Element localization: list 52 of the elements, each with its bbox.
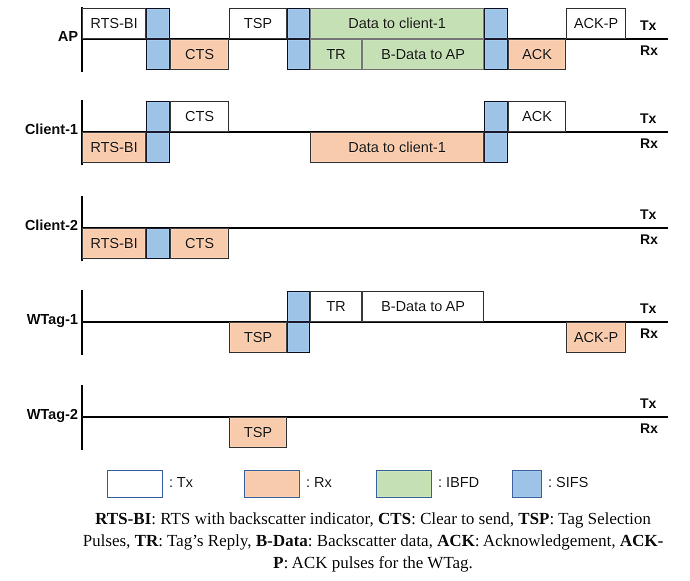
sifs-slot [146, 101, 170, 132]
packet-block: RTS-BI [82, 8, 146, 39]
channel-label: Tx [640, 17, 656, 33]
caption: RTS-BI: RTS with backscatter indicator, CTS: Clear to send, TSP: Tag Selection Pulses, TR: Tag’s Reply, B-Data: Backscatter data, ACK: Acknowledgement, ACK-P: ACK pulses for the WTag. [82, 508, 664, 574]
sifs-slot [287, 291, 310, 322]
sifs-slot [287, 39, 310, 70]
packet-block: TR [310, 291, 362, 322]
sifs-slot [484, 132, 508, 163]
channel-label: Rx [640, 325, 658, 341]
row-label: Client-2 [24, 218, 78, 234]
channel-label: Rx [640, 420, 658, 436]
packet-block: TSP [229, 322, 287, 353]
row-label: AP [58, 29, 78, 45]
packet-block: ACK [508, 101, 566, 132]
packet-block: CTS [170, 39, 229, 70]
packet-block: ACK-P [566, 8, 626, 39]
sifs-slot [146, 132, 170, 163]
packet-block: RTS-BI [82, 132, 146, 163]
legend-label: : SIFS [548, 475, 588, 491]
sifs-slot [484, 8, 508, 39]
packet-block: CTS [170, 101, 229, 132]
row-label: Client-1 [24, 122, 78, 138]
packet-block: TSP [229, 417, 287, 448]
sifs-slot [484, 101, 508, 132]
packet-block: ACK [508, 39, 566, 70]
channel-label: Rx [640, 42, 658, 58]
packet-block: ACK-P [566, 322, 626, 353]
sifs-slot [287, 8, 310, 39]
legend-label: : Tx [169, 475, 193, 491]
packet-block: RTS-BI [82, 228, 146, 259]
packet-block: B-Data to AP [362, 39, 484, 70]
legend-label: : Rx [306, 475, 332, 491]
channel-label: Tx [640, 206, 656, 222]
row-label: WTag-2 [26, 407, 78, 423]
sifs-slot [146, 228, 170, 259]
packet-block: TR [310, 39, 362, 70]
channel-label: Rx [640, 135, 658, 151]
channel-label: Tx [640, 110, 656, 126]
row-label: WTag-1 [26, 312, 78, 328]
channel-label: Tx [640, 300, 656, 316]
packet-block: TSP [229, 8, 287, 39]
packet-block: Data to client-1 [310, 8, 484, 39]
packet-block: B-Data to AP [362, 291, 484, 322]
packet-block: CTS [170, 228, 229, 259]
sifs-slot [287, 322, 310, 353]
packet-block: Data to client-1 [310, 132, 484, 163]
sifs-slot [146, 39, 170, 70]
channel-label: Rx [640, 231, 658, 247]
sifs-slot [146, 8, 170, 39]
legend-label: : IBFD [438, 475, 480, 491]
channel-label: Tx [640, 395, 656, 411]
sifs-slot [484, 39, 508, 70]
